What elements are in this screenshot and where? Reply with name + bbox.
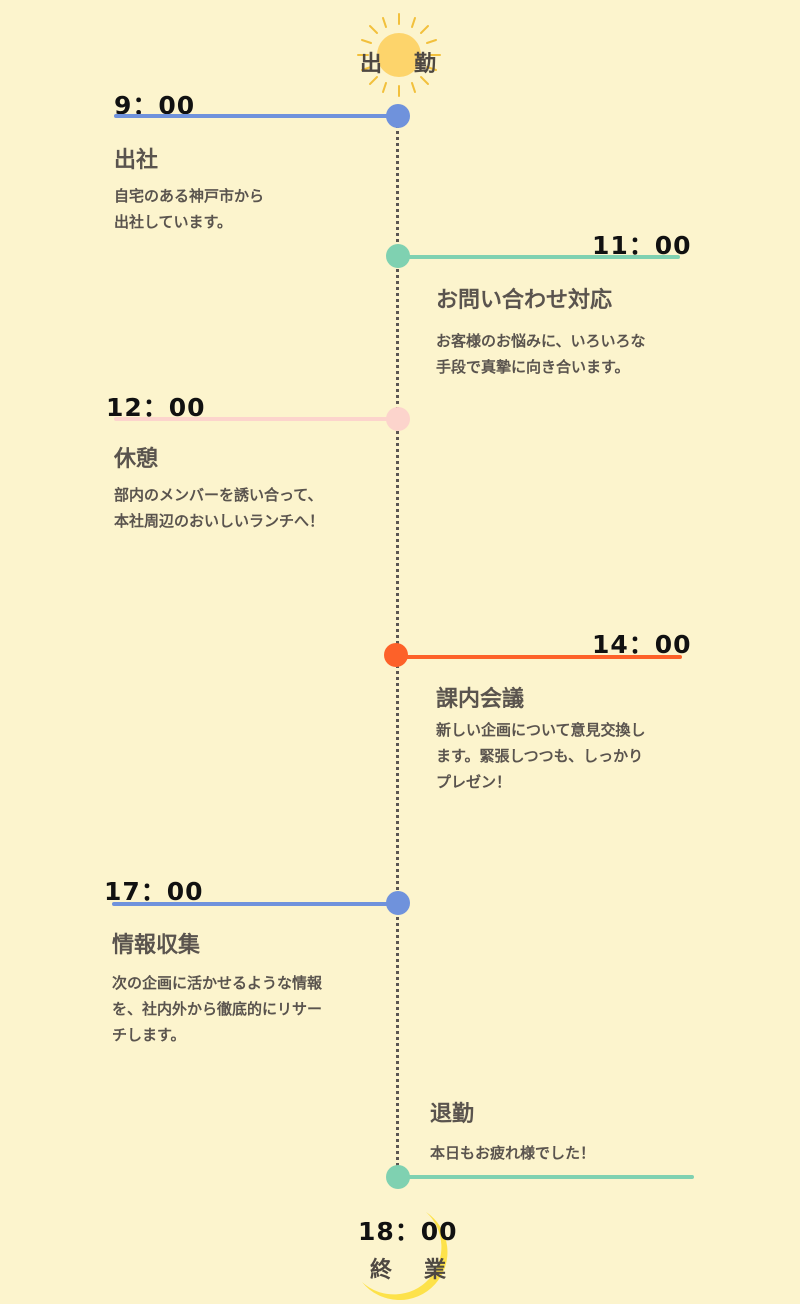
event-dot <box>384 643 408 667</box>
event-dot <box>386 407 410 431</box>
event-title: お問い合わせ対応 <box>436 288 613 313</box>
event-line <box>398 1175 694 1179</box>
event-line <box>114 417 398 421</box>
sun-icon <box>0 0 800 100</box>
event-dot <box>386 891 410 915</box>
event-description: 自宅のある神戸市から 出社しています。 <box>114 187 265 231</box>
event-description: 本日もお疲れ様でした！ <box>430 1144 596 1162</box>
event-time: 17：00 <box>104 877 204 906</box>
event-description: 次の企画に活かせるような情報 を、社内外から徹底的にリサー チします。 <box>112 974 323 1044</box>
event-time: 14：00 <box>592 630 692 659</box>
event-line <box>112 902 398 906</box>
event-title: 課内会議 <box>436 687 525 712</box>
header-label-right: 勤 <box>414 52 437 77</box>
event-description: 部内のメンバーを誘い合って、 本社周辺のおいしいランチへ！ <box>114 486 325 530</box>
event-title: 出社 <box>114 148 159 173</box>
footer-label-right: 業 <box>424 1258 447 1283</box>
footer-label-left: 終 <box>370 1258 393 1283</box>
event-line <box>398 655 682 659</box>
event-description: 新しい企画について意見交換し ます。緊張しつつも、しっかり プレゼン！ <box>436 721 646 791</box>
event-dot <box>386 244 410 268</box>
event-dot <box>386 104 410 128</box>
event-title: 退勤 <box>430 1102 475 1127</box>
header-label-left: 出 <box>360 52 383 77</box>
event-title: 情報収集 <box>112 933 201 958</box>
event-dot <box>386 1165 410 1189</box>
event-line <box>114 114 398 118</box>
event-line <box>398 255 680 259</box>
footer-time: 18：00 <box>358 1217 458 1246</box>
event-description: お客様のお悩みに、いろいろな 手段で真摯に向き合います。 <box>436 332 646 376</box>
event-title: 休憩 <box>114 447 159 472</box>
